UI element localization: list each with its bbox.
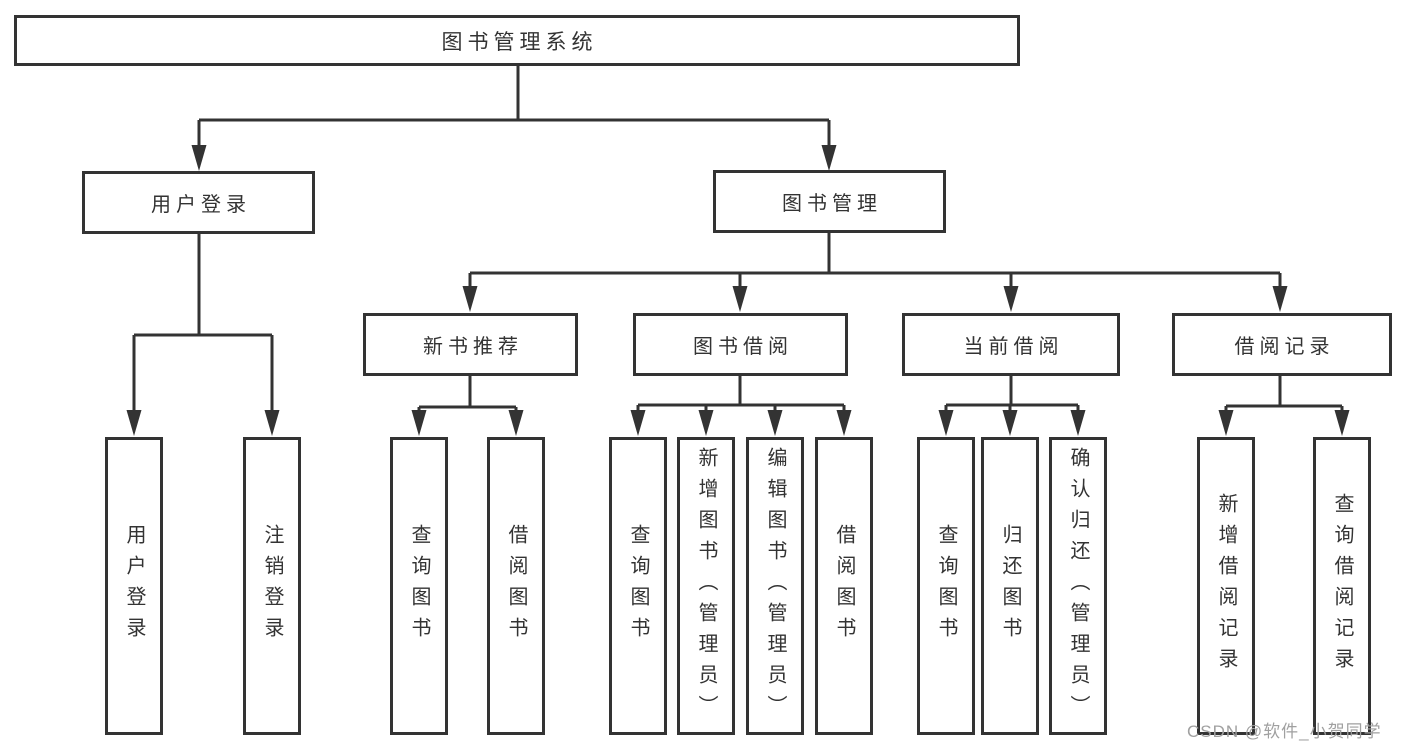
arrowhead-down-icon: [836, 410, 852, 436]
arrowhead-down-icon: [1003, 286, 1019, 312]
leaf-query-book-1: 查询图书: [390, 437, 448, 735]
arrowhead-down-icon: [1334, 410, 1350, 436]
leaf-query-book-3-label: 查询图书: [935, 524, 957, 648]
arrowhead-down-icon: [1218, 410, 1234, 436]
node-current-borrow: 当前借阅: [902, 313, 1120, 376]
csdn-watermark: CSDN @软件_小贺同学: [1187, 722, 1382, 741]
leaf-confirm-return-admin: 确认归还（管理员）: [1049, 437, 1107, 735]
arrowhead-down-icon: [698, 410, 714, 436]
leaf-confirm-return-admin-label: 确认归还（管理员）: [1067, 446, 1089, 726]
leaf-user-login: 用户登录: [105, 437, 163, 735]
leaf-query-book-3: 查询图书: [917, 437, 975, 735]
node-book-borrow: 图书借阅: [633, 313, 848, 376]
leaf-query-borrow-record: 查询借阅记录: [1313, 437, 1371, 735]
leaf-borrow-book-2-label: 借阅图书: [833, 524, 855, 648]
arrowhead-down-icon: [411, 410, 427, 436]
node-new-book-recommend-label: 新书推荐: [423, 336, 523, 358]
leaf-borrow-book-1-label: 借阅图书: [505, 524, 527, 648]
leaf-logout-label: 注销登录: [261, 524, 283, 648]
arrowhead-down-icon: [191, 145, 207, 171]
arrowhead-down-icon: [1002, 410, 1018, 436]
connector-book-borrow-to-children: [636, 375, 846, 412]
node-current-borrow-label: 当前借阅: [963, 336, 1064, 358]
arrowhead-down-icon: [264, 410, 280, 436]
arrowhead-down-icon: [508, 410, 524, 436]
node-book-management-label: 图书管理: [782, 193, 882, 215]
leaf-add-book-admin: 新增图书（管理员）: [677, 437, 735, 735]
leaf-edit-book-admin-label: 编辑图书（管理员）: [764, 446, 786, 726]
arrowhead-down-icon: [767, 410, 783, 436]
arrowhead-down-icon: [1070, 410, 1086, 436]
leaf-add-borrow-record-label: 新增借阅记录: [1215, 493, 1237, 679]
leaf-query-book-1-label: 查询图书: [408, 524, 430, 648]
leaf-borrow-book-1: 借阅图书: [487, 437, 545, 735]
leaf-borrow-book-2: 借阅图书: [815, 437, 873, 735]
connector-new-book-to-children: [417, 375, 518, 412]
leaf-query-book-2: 查询图书: [609, 437, 667, 735]
arrowhead-down-icon: [821, 145, 837, 171]
leaf-return-book: 归还图书: [981, 437, 1039, 735]
node-book-borrow-label: 图书借阅: [693, 336, 793, 358]
leaf-return-book-label: 归还图书: [999, 524, 1021, 648]
arrowhead-down-icon: [630, 410, 646, 436]
connector-borrow-records-to-children: [1224, 375, 1344, 412]
node-root: 图书管理系统: [14, 15, 1020, 66]
connector-root-to-level2: [197, 66, 831, 146]
leaf-edit-book-admin: 编辑图书（管理员）: [746, 437, 804, 735]
leaf-logout: 注销登录: [243, 437, 301, 735]
leaf-add-book-admin-label: 新增图书（管理员）: [695, 446, 717, 726]
leaf-add-borrow-record: 新增借阅记录: [1197, 437, 1255, 735]
node-book-management: 图书管理: [713, 170, 946, 233]
node-borrow-records: 借阅记录: [1172, 313, 1392, 376]
connector-user-login-to-children: [132, 233, 274, 412]
leaf-query-borrow-record-label: 查询借阅记录: [1331, 493, 1353, 679]
arrowhead-down-icon: [732, 286, 748, 312]
node-user-login: 用户登录: [82, 171, 315, 234]
leaf-query-book-2-label: 查询图书: [627, 524, 649, 648]
leaf-user-login-label: 用户登录: [123, 524, 145, 648]
node-new-book-recommend: 新书推荐: [363, 313, 578, 376]
arrowhead-down-icon: [1272, 286, 1288, 312]
node-borrow-records-label: 借阅记录: [1234, 336, 1335, 358]
node-user-login-label: 用户登录: [151, 194, 251, 216]
arrowhead-down-icon: [462, 286, 478, 312]
connector-book-mgmt-to-level3: [468, 233, 1282, 288]
arrowhead-down-icon: [938, 410, 954, 436]
connector-current-borrow-to-children: [944, 375, 1080, 412]
node-root-label: 图书管理系统: [441, 30, 598, 54]
arrowhead-down-icon: [126, 410, 142, 436]
